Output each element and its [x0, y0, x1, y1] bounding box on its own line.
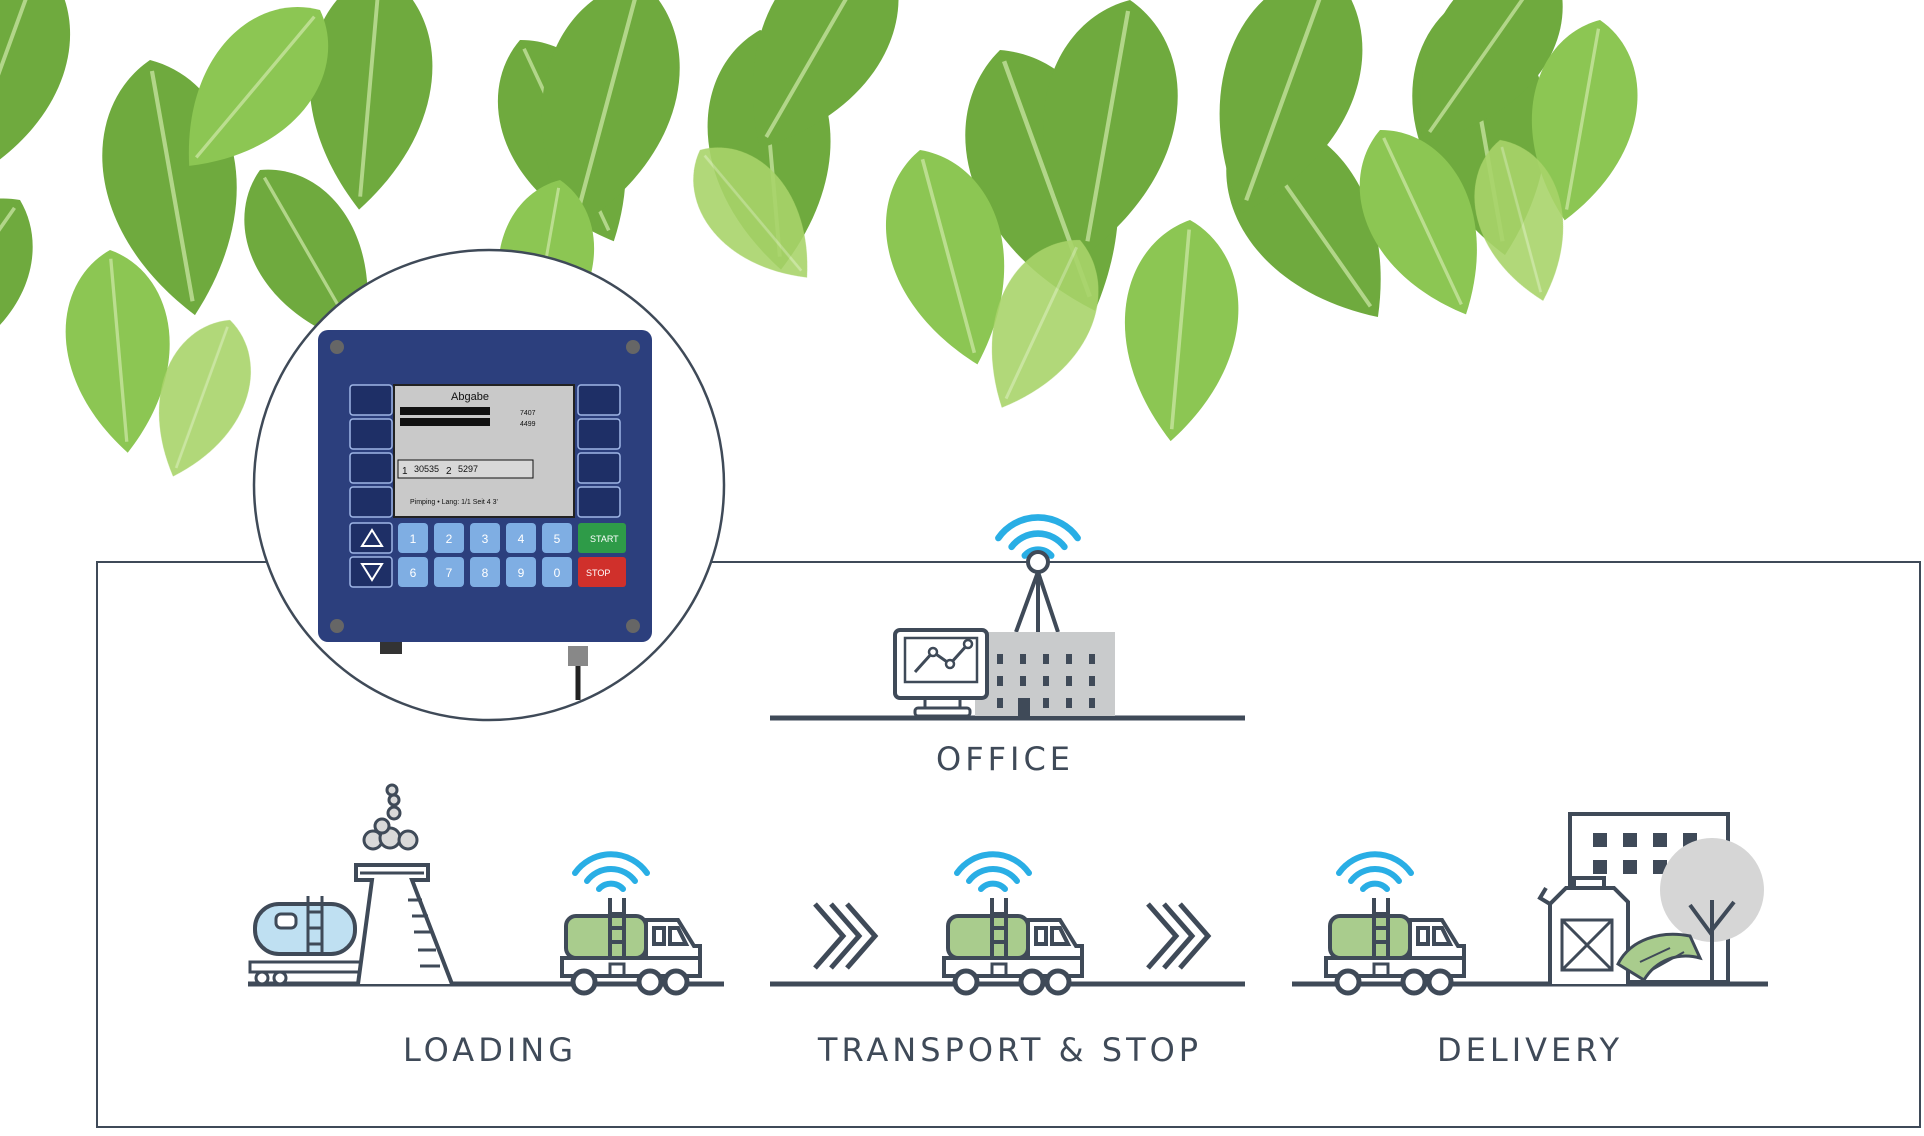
device-keypad: 1 2 3 4 5 6 7 8 9 0	[398, 523, 572, 587]
device-screen-title: Abgabe	[451, 391, 489, 403]
device-screen-line-2: 4499	[520, 421, 536, 428]
device-panel: Abgabe 7407 4499 1 30535 2 5297 Pimping …	[252, 248, 726, 722]
loading-label: LOADING	[402, 1031, 577, 1069]
device-screen-counter-4: 5297	[458, 464, 478, 474]
transport-illustration	[770, 854, 1245, 993]
keypad-key-label: 9	[518, 566, 525, 580]
loading-illustration	[248, 783, 724, 993]
office-illustration	[770, 517, 1245, 721]
device-screen-counter-2: 30535	[414, 464, 439, 474]
up-arrow-icon	[360, 528, 384, 547]
keypad-key	[542, 523, 572, 553]
delivery-label: DELIVERY	[1437, 1031, 1623, 1069]
keypad-key	[434, 523, 464, 553]
keypad-key-label: 6	[410, 566, 417, 580]
keypad-key	[470, 557, 500, 587]
keypad-key	[398, 557, 428, 587]
keypad-key-label: 1	[410, 532, 417, 546]
keypad-key-label: 0	[554, 566, 561, 580]
device-screen-counter-3: 2	[446, 466, 452, 477]
tree-icon	[1660, 838, 1764, 984]
keypad-key-label: 8	[482, 566, 489, 580]
tank-wagon-icon	[248, 896, 372, 986]
transport-stop-label: TRANSPORT & STOP	[817, 1031, 1203, 1069]
device-screen-footer: Pimping • Lang: 1/1 Seit 4 3'	[410, 499, 498, 506]
device-stop-label: STOP	[586, 568, 610, 578]
jerrycan-icon	[1537, 876, 1630, 984]
keypad-key	[506, 557, 536, 587]
keypad-key-label: 2	[446, 532, 453, 546]
keypad-key	[542, 557, 572, 587]
refinery-tower-icon	[354, 783, 454, 985]
keypad-key-label: 3	[482, 532, 489, 546]
leaves-decoration	[0, 0, 1653, 493]
keypad-key-label: 5	[554, 532, 561, 546]
device-screen-counter-1: 1	[402, 466, 408, 477]
keypad-key-label: 7	[446, 566, 453, 580]
keypad-key-label: 4	[518, 532, 525, 546]
keypad-key	[398, 523, 428, 553]
down-arrow-icon	[360, 563, 384, 582]
meter-gauge-icon	[1616, 932, 1703, 983]
delivery-illustration	[1292, 812, 1768, 993]
antenna-icon	[1026, 550, 1050, 574]
keypad-key	[506, 523, 536, 553]
device-screen-line-1: 7407	[520, 410, 536, 417]
device-start-label: START	[590, 534, 619, 544]
keypad-key	[434, 557, 464, 587]
office-label: OFFICE	[936, 740, 1074, 778]
keypad-key	[470, 523, 500, 553]
monitor-chart-icon	[893, 628, 989, 718]
